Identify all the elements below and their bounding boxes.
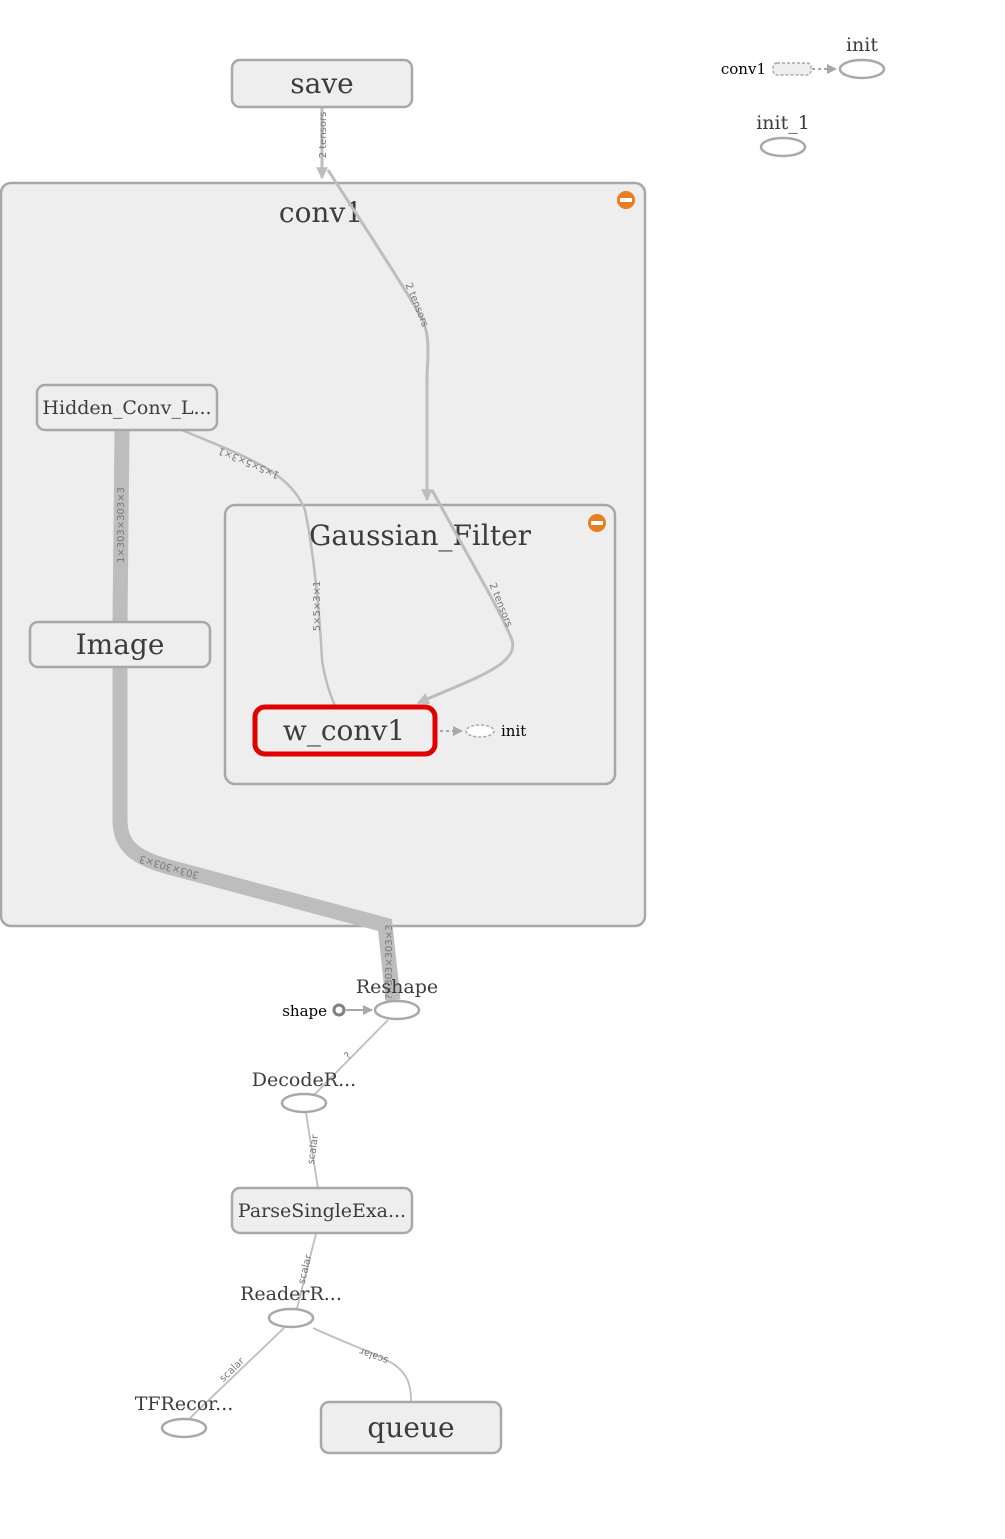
edge-label-conv1-reshape: ?×303×303×3 <box>384 925 395 1000</box>
w-conv1-init-node[interactable]: init <box>465 722 526 740</box>
hidden-conv-node-label: Hidden_Conv_L... <box>42 397 211 419</box>
edge-label-save-conv1: 2 tensors <box>318 112 329 159</box>
save-node-label: save <box>290 67 353 100</box>
tfrecord-label: TFRecor... <box>135 1393 234 1415</box>
conv1-group-title: conv1 <box>279 196 363 229</box>
reshape-node[interactable]: Reshape <box>356 976 438 1021</box>
gaussian-filter-title: Gaussian_Filter <box>309 519 532 552</box>
queue-node[interactable]: queue <box>319 1400 503 1455</box>
w-conv1-node-label: w_conv1 <box>283 714 405 747</box>
edges <box>112 64 837 1419</box>
edge-reshape-decode <box>312 1019 389 1097</box>
image-node[interactable]: Image <box>28 620 212 669</box>
reader-label: ReaderR... <box>240 1283 342 1305</box>
expand-collapse-icon[interactable] <box>617 191 635 209</box>
expand-collapse-icon[interactable] <box>588 514 606 532</box>
init-label: init <box>846 34 878 56</box>
shape-label: shape <box>282 1002 327 1020</box>
edge-conv1-gaussian <box>326 169 433 502</box>
edge-decode-parse <box>305 1112 319 1189</box>
reshape-label: Reshape <box>356 976 438 998</box>
edge-label-hidden-down: 5×5×3×1 <box>312 581 323 632</box>
init-1-node[interactable]: init_1 <box>756 112 810 158</box>
parse-node-label: ParseSingleExa... <box>238 1200 406 1222</box>
hidden-conv-node[interactable]: Hidden_Conv_L... <box>35 383 219 432</box>
init-1-label: init_1 <box>756 112 810 134</box>
edge-label-reader-tfrecord: scalar <box>218 1355 248 1384</box>
edge-label-reshape-decode: ? <box>342 1050 354 1062</box>
queue-node-label: queue <box>367 1411 454 1444</box>
conv1-small-label: conv1 <box>721 60 766 78</box>
edge-reader-tfrecord <box>189 1327 285 1419</box>
tfrecord-node[interactable]: TFRecor... <box>135 1393 234 1439</box>
decode-label: DecodeR... <box>252 1069 356 1091</box>
shape-node[interactable]: shape <box>282 1002 346 1020</box>
edge-hidden-image <box>112 429 130 623</box>
save-node[interactable]: save <box>230 58 414 109</box>
w-conv1-node[interactable]: w_conv1 <box>252 704 438 757</box>
parse-node[interactable]: ParseSingleExa... <box>230 1186 414 1235</box>
edge-label-parse-reader: scalar <box>297 1253 315 1285</box>
image-node-label: Image <box>76 628 165 661</box>
init-node[interactable]: init <box>838 34 886 80</box>
edge-gaussian-wconv1 <box>416 489 515 705</box>
edge-image-reshape <box>112 667 401 1001</box>
edge-hidden-wconv1 <box>181 428 338 709</box>
edge-reader-queue <box>312 1327 412 1403</box>
edge-label-hidden-image: 1×303×303×3 <box>116 487 127 563</box>
edge-label-reader-queue: scalar <box>357 1345 390 1366</box>
decode-node[interactable]: DecodeR... <box>252 1069 356 1114</box>
reader-node[interactable]: ReaderR... <box>240 1283 342 1329</box>
conv1-small-node[interactable]: conv1 <box>721 60 812 78</box>
edge-parse-reader <box>296 1233 317 1309</box>
w-conv1-init-label: init <box>501 722 526 740</box>
edge-label-decode-parse: scalar <box>306 1133 321 1165</box>
